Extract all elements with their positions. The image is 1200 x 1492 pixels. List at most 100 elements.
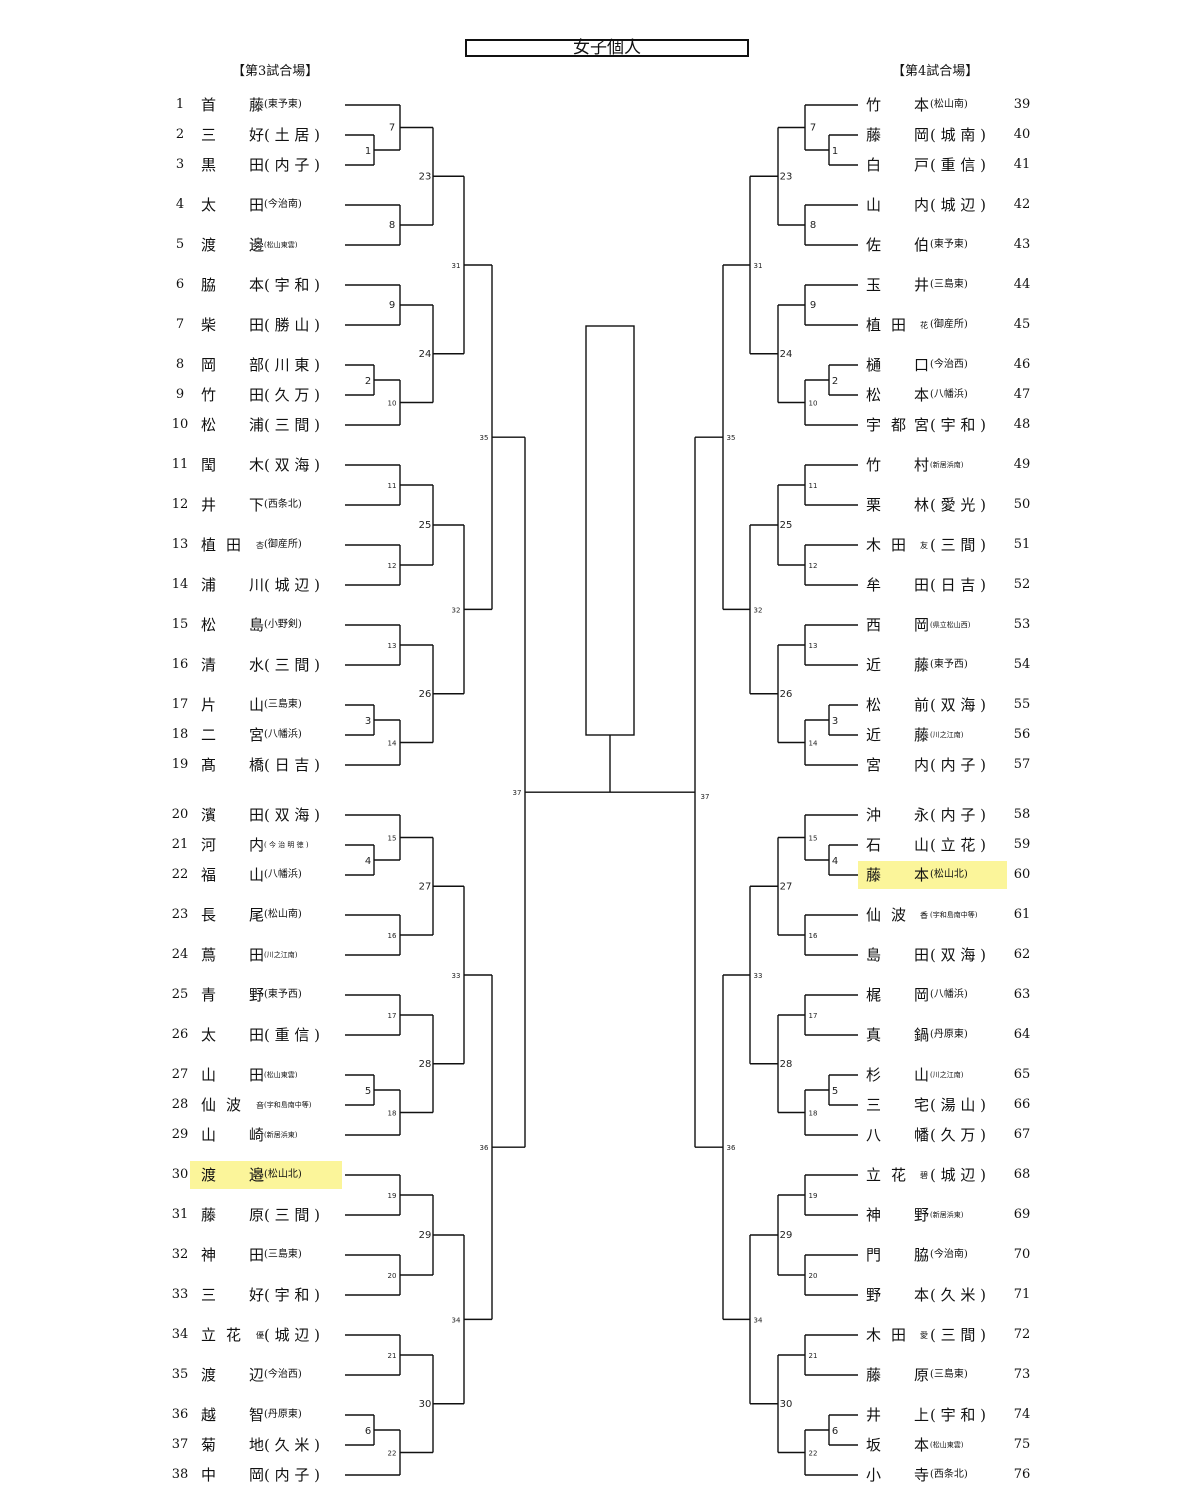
name-char: 内 bbox=[914, 756, 930, 774]
name-char: 山 bbox=[249, 696, 265, 714]
seed-number: 45 bbox=[1013, 317, 1031, 332]
name-char: 波 bbox=[226, 1096, 242, 1114]
seed-number: 53 bbox=[1013, 617, 1031, 632]
seed-number: 38 bbox=[171, 1467, 189, 1482]
seed-number: 25 bbox=[171, 987, 189, 1002]
seed-number: 36 bbox=[171, 1407, 189, 1422]
match-number: 32 bbox=[452, 606, 461, 614]
name-char: 白 bbox=[866, 156, 882, 174]
name-char: 神 bbox=[866, 1206, 882, 1224]
match-number: 36 bbox=[480, 1144, 489, 1152]
school-name: ( 今 治 明 徳 ) bbox=[264, 841, 309, 849]
school-name: ( 久 米 ) bbox=[930, 1286, 987, 1304]
match-number: 11 bbox=[809, 482, 818, 490]
name-char: 太 bbox=[201, 196, 217, 214]
match-number: 9 bbox=[810, 300, 816, 311]
school-name: (新居浜南) bbox=[930, 461, 964, 469]
match-number: 29 bbox=[419, 1230, 432, 1241]
match-number: 10 bbox=[809, 400, 818, 408]
name-char: 島 bbox=[249, 616, 265, 634]
seed-number: 20 bbox=[171, 807, 189, 822]
name-char: 岡 bbox=[249, 1466, 265, 1484]
name-char: 本 bbox=[914, 866, 930, 884]
match-number: 17 bbox=[388, 1012, 397, 1020]
name-char: 梶 bbox=[866, 986, 882, 1004]
name-char: 内 bbox=[914, 196, 930, 214]
given-name-initial: 香 bbox=[920, 911, 928, 920]
seed-number: 66 bbox=[1013, 1097, 1031, 1112]
name-char: 浦 bbox=[249, 416, 265, 434]
name-char: 脇 bbox=[914, 1246, 930, 1264]
school-name: (新居浜東) bbox=[264, 1131, 298, 1139]
name-char: 二 bbox=[201, 726, 217, 744]
match-number: 1 bbox=[365, 146, 371, 157]
name-char: 岡 bbox=[201, 356, 217, 374]
school-name: ( 愛 光 ) bbox=[930, 496, 987, 514]
seed-number: 27 bbox=[171, 1067, 189, 1082]
match-number: 19 bbox=[388, 1192, 397, 1200]
name-char: 藤 bbox=[249, 96, 265, 114]
name-char: 本 bbox=[914, 1436, 930, 1454]
name-char: 濱 bbox=[201, 806, 217, 824]
match-number: 2 bbox=[832, 376, 838, 387]
name-char: 閠 bbox=[201, 456, 217, 474]
school-name: ( 城 辺 ) bbox=[930, 196, 987, 214]
name-char: 好 bbox=[249, 126, 265, 144]
school-name: (三島東) bbox=[930, 1369, 968, 1380]
name-char: 岡 bbox=[914, 986, 930, 1004]
name-char: 近 bbox=[866, 726, 882, 744]
match-number: 3 bbox=[832, 716, 838, 727]
school-name: (今治南) bbox=[264, 199, 302, 210]
seed-number: 64 bbox=[1013, 1027, 1031, 1042]
school-name: ( 三 間 ) bbox=[930, 1326, 987, 1344]
seed-number: 18 bbox=[171, 727, 189, 742]
name-char: 田 bbox=[249, 946, 265, 964]
school-name: (三島東) bbox=[930, 279, 968, 290]
school-name: (川之江南) bbox=[930, 731, 964, 739]
name-char: 部 bbox=[249, 356, 265, 374]
name-char: 邊 bbox=[249, 236, 265, 254]
school-name: (東予西) bbox=[264, 989, 302, 1000]
school-name: ( 三 間 ) bbox=[264, 656, 321, 674]
name-char: 西 bbox=[866, 616, 882, 634]
venue-left-label: 【第3試合場】 bbox=[232, 64, 319, 79]
match-number: 9 bbox=[389, 300, 395, 311]
name-char: 本 bbox=[914, 386, 930, 404]
seed-number: 33 bbox=[171, 1287, 189, 1302]
match-number: 33 bbox=[452, 972, 461, 980]
name-char: 田 bbox=[249, 1066, 265, 1084]
seed-number: 3 bbox=[175, 157, 185, 172]
name-char: 幡 bbox=[914, 1126, 930, 1144]
name-char: 邉 bbox=[249, 1166, 265, 1184]
school-name: ( 立 花 ) bbox=[930, 836, 987, 854]
name-char: 井 bbox=[866, 1406, 882, 1424]
champion-box bbox=[585, 325, 635, 736]
name-char: 本 bbox=[914, 96, 930, 114]
seed-number: 30 bbox=[171, 1167, 189, 1182]
school-name: (今治西) bbox=[930, 359, 968, 370]
seed-number: 26 bbox=[171, 1027, 189, 1042]
seed-number: 29 bbox=[171, 1127, 189, 1142]
given-name-initial: 音 bbox=[256, 1101, 264, 1110]
school-name: ( 城 南 ) bbox=[930, 126, 987, 144]
seed-number: 40 bbox=[1013, 127, 1031, 142]
match-number: 15 bbox=[388, 835, 397, 843]
school-name: (八幡浜) bbox=[264, 869, 302, 880]
name-char: 玉 bbox=[866, 276, 882, 294]
name-char: 近 bbox=[866, 656, 882, 674]
name-char: 藤 bbox=[914, 656, 930, 674]
name-char: 田 bbox=[914, 946, 930, 964]
name-char: 宅 bbox=[914, 1096, 930, 1114]
name-char: 智 bbox=[249, 1406, 265, 1424]
seed-number: 58 bbox=[1013, 807, 1031, 822]
name-char: 髙 bbox=[201, 756, 217, 774]
name-char: 松 bbox=[866, 696, 882, 714]
match-number: 14 bbox=[388, 740, 397, 748]
school-name: ( 双 海 ) bbox=[930, 696, 987, 714]
school-name: ( 勝 山 ) bbox=[264, 316, 321, 334]
seed-number: 13 bbox=[171, 537, 189, 552]
name-char: 田 bbox=[249, 386, 265, 404]
school-name: (八幡浜) bbox=[930, 389, 968, 400]
match-number: 27 bbox=[780, 881, 793, 892]
seed-number: 2 bbox=[175, 127, 185, 142]
